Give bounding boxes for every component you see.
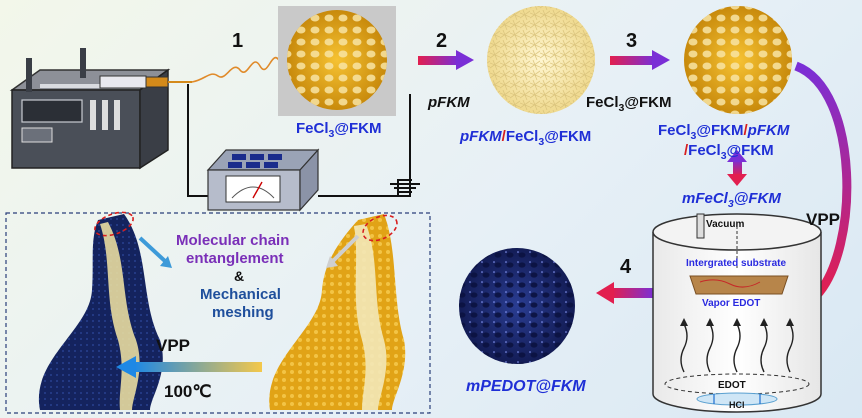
- step-2-label: 2: [436, 30, 448, 52]
- substrate-label: Intergrated substrate: [686, 258, 787, 269]
- sandwich-label-line1-b: pFKM: [747, 122, 790, 139]
- circuit-wires: [187, 84, 420, 197]
- meshing-label: meshing: [212, 304, 274, 321]
- sandwich-label-line1: FeCl3@FKM/pFKM: [658, 122, 789, 142]
- fecl3-fkm-label: FeCl3@FKM: [296, 120, 382, 140]
- slash-separator-3: /: [684, 142, 689, 159]
- slash-separator-2: /: [743, 122, 748, 139]
- compress-double-arrow: [727, 150, 747, 186]
- step-4-arrow: [596, 282, 654, 304]
- sandwich-label-line2-text: FeCl3@FKM: [688, 142, 774, 162]
- molecular-chain-label: Molecular chain: [176, 232, 290, 249]
- vpp-side-label: VPP: [806, 210, 841, 229]
- mfecl3-fkm-label: mFeCl3@FKM: [682, 190, 781, 210]
- vpp-chamber-icon: [652, 213, 822, 413]
- electrospinning-machine-icon: [9, 48, 192, 170]
- ampersand-label: &: [234, 268, 245, 284]
- sandwich-label-line1-a: FeCl3@FKM: [658, 122, 744, 142]
- mpedot-disc-image: [459, 248, 575, 364]
- vacuum-label: Vacuum: [706, 219, 745, 230]
- entanglement-label: entanglement: [186, 250, 284, 267]
- slash-separator: /: [501, 128, 506, 145]
- step-4-label: 4: [620, 256, 632, 278]
- step-2-arrow: [418, 50, 474, 70]
- fecl3-membrane-strip-image: [269, 214, 406, 410]
- temperature-label: 100℃: [164, 382, 212, 401]
- fecl3-fkm-sample-image: [278, 6, 396, 116]
- sandwich-disc-image: [684, 6, 792, 114]
- edot-label: EDOT: [718, 380, 746, 391]
- fecl3-fkm-input-label: FeCl3@FKM: [586, 94, 672, 114]
- pfkm-fecl3-label-part-a: pFKM: [460, 128, 502, 145]
- step-1-label: 1: [232, 30, 244, 52]
- vpp-heating-arrow: [116, 356, 262, 378]
- high-voltage-supply-icon: [206, 148, 320, 212]
- zoom-arrow-right: [326, 234, 360, 268]
- mechanical-label: Mechanical: [200, 286, 281, 303]
- vpp-inset-label: VPP: [156, 336, 191, 355]
- pfkm-fecl3-label: pFKM/FeCl3@FKM: [460, 128, 591, 148]
- step-3-arrow: [610, 50, 670, 70]
- pfkm-disc-image: [487, 6, 595, 114]
- vapor-edot-label: Vapor EDOT: [702, 298, 761, 309]
- zoom-arrow-left: [138, 236, 172, 268]
- pfkm-label: pFKM: [428, 94, 470, 111]
- step-3-label: 3: [626, 30, 638, 52]
- hcl-label: HCl: [729, 400, 745, 410]
- mpedot-membrane-strip-image: [38, 211, 163, 410]
- pfkm-fecl3-label-part-b: FeCl3@FKM: [505, 128, 592, 148]
- mpedot-fkm-label: mPEDOT@FKM: [466, 378, 586, 395]
- mechanism-inset-frame: [5, 212, 431, 414]
- sandwich-label-line2: /FeCl3@FKM: [684, 142, 774, 162]
